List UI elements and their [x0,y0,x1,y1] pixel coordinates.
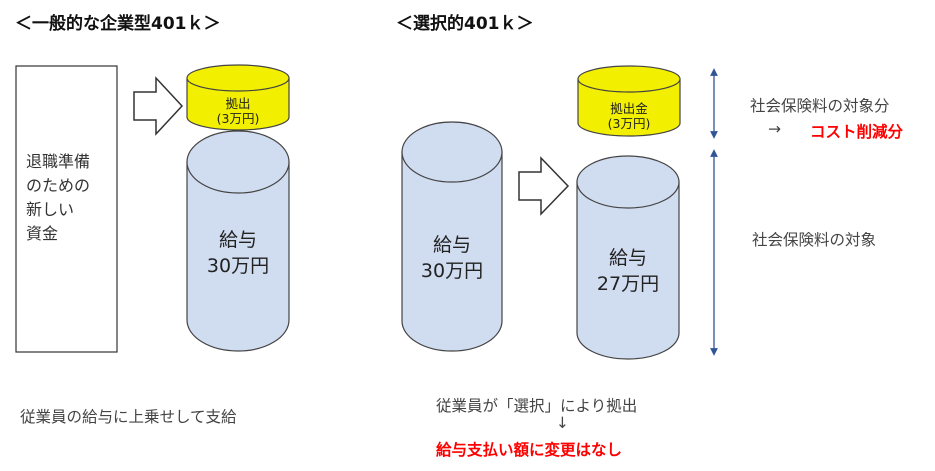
right-after-cylinder-label: 給与 27万円 [596,247,660,295]
right-before-cylinder-label: 給与 30万円 [420,234,484,282]
left-caption: 従業員の給与に上乗せして支給 [20,408,237,426]
right-caption-line1: 従業員が「選択」により拠出 [436,397,638,415]
right-block-arrow [518,156,570,216]
left-block-arrow [133,76,184,136]
left-cylinder-label: 給与 30万円 [206,229,270,277]
left-heading: ＜一般的な企業型401ｋ＞ [15,14,221,34]
left-salary-cylinder [186,130,290,352]
no-change-highlight: 給与支払い額に変更はなし [436,441,623,459]
upper-note-arrow: → [768,120,781,138]
right-heading: ＜選択的401ｋ＞ [396,14,534,34]
left-can-label: 拠出 (3万円) [216,96,260,126]
right-contribution-can [577,65,681,137]
right-can-label: 拠出金 (3万円) [607,101,651,131]
retirement-fund-box [15,65,118,353]
right-salary-after-cylinder [576,155,680,360]
right-salary-before-cylinder [401,121,503,352]
left-contribution-can [186,64,290,131]
right-caption-arrow: ↓ [556,414,569,432]
lower-note-label: 社会保険料の対象 [752,231,877,249]
retirement-fund-label: 退職準備 のための 新しい 資金 [26,152,91,243]
upper-note-label: 社会保険料の対象分 [750,97,890,115]
cost-reduction-highlight: コスト削減分 [810,123,904,141]
